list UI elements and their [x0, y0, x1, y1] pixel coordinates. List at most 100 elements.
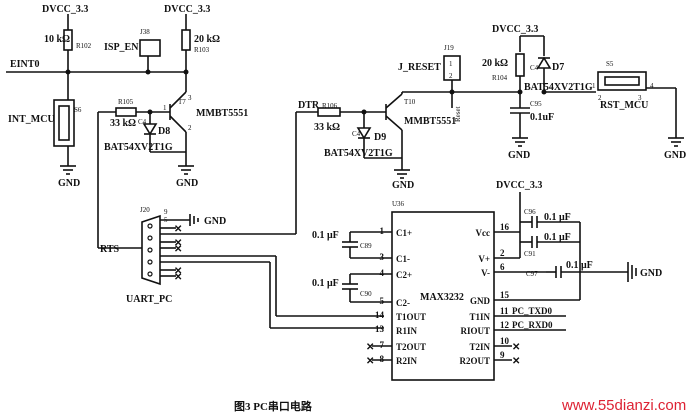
cap-c89-ref: C89 [360, 242, 372, 250]
svg-text:✕: ✕ [512, 342, 520, 353]
right-reset-section: DVCC_3.3 20 kΩ R104 C95 0.1uF GND C4 D7 … [482, 24, 686, 161]
dvcc-label-4: DVCC_3.3 [496, 180, 542, 191]
net-pc-rxd0: PC_RXD0 [512, 320, 553, 330]
pin-c1p-name: C1+ [396, 228, 412, 238]
pin-4-num: 4 [380, 268, 385, 278]
d7-diode [536, 56, 552, 69]
eint0-label: EINT0 [10, 59, 39, 70]
r103-value: 20 kΩ [194, 34, 220, 45]
svg-text:✕: ✕ [174, 266, 182, 277]
d7-label: D7 [552, 62, 564, 73]
pin-11-num: 11 [500, 306, 509, 316]
cap-c89-value: 0.1 μF [312, 230, 339, 241]
pin-1-num: 1 [380, 226, 385, 236]
d8-diode [142, 123, 158, 136]
cap-c96-value: 0.1 μF [544, 212, 571, 223]
pin-7-num: 7 [380, 340, 385, 350]
d9-label: D9 [374, 132, 386, 143]
u36-ref: U36 [392, 200, 405, 208]
j19-name: J_RESET [398, 62, 441, 73]
max3232-section: U36 MAX3232 C1+ 1 C1- 3 C2+ 4 C2- 5 T1OU… [312, 180, 662, 381]
pin-r2in-name: R2IN [396, 356, 418, 366]
pin-10-num: 10 [500, 336, 510, 346]
figure-caption: 图3 PC串口电路 [234, 399, 313, 413]
pin-14-num: 14 [375, 310, 385, 320]
rts-label: RTS [100, 244, 120, 255]
d8-label: D8 [158, 126, 170, 137]
diode-part-right: BAT54XV2T1G [524, 82, 593, 93]
t10-ref: T10 [404, 98, 416, 106]
pin-16-num: 16 [500, 222, 510, 232]
j38-connector [139, 39, 161, 57]
watermark: www.55dianzi.com [561, 397, 686, 414]
reset-net-label: Reset [454, 106, 462, 122]
t7-pin-1: 1 [163, 104, 167, 112]
svg-text:✕: ✕ [512, 356, 520, 367]
max3232-name: MAX3232 [420, 292, 464, 303]
gnd-label-t7: GND [176, 178, 198, 189]
pin-6-num: 6 [500, 262, 505, 272]
pin-r2out-name: R2OUT [459, 356, 490, 366]
r102-value: 10 kΩ [44, 34, 70, 45]
max3232-left-pins: C1+ 1 C1- 3 C2+ 4 C2- 5 T1OUT 14 R1IN 13… [350, 226, 426, 367]
s5-ref: S5 [606, 60, 614, 68]
c95-ref: C95 [530, 100, 542, 108]
pin-vp-name: V+ [478, 254, 490, 264]
pin-13-num: 13 [375, 324, 385, 334]
cap-c97-ref: C97 [526, 270, 538, 278]
cap-c91-ref: C91 [524, 250, 536, 258]
max3232-chip [391, 211, 495, 381]
svg-text:✕: ✕ [174, 272, 182, 283]
j19-pin-2: 2 [449, 72, 453, 80]
pin-9-num: 9 [500, 350, 505, 360]
svg-text:✕: ✕ [174, 224, 182, 235]
t7-pin-3: 3 [188, 94, 192, 102]
r103-resistor [181, 29, 191, 51]
s5-pin-4: 4 [650, 82, 654, 90]
j19-ref: J19 [444, 44, 454, 52]
pin-riout-name: RIOUT [460, 326, 490, 336]
db9-connector [141, 214, 161, 286]
j38-ref: J38 [140, 28, 150, 36]
uart-name: UART_PC [126, 294, 172, 305]
cap-c90-ref: C90 [360, 290, 372, 298]
pin-c1m-name: C1- [396, 254, 410, 264]
pin-15-num: 15 [500, 290, 510, 300]
c95-value: 0.1uF [530, 112, 554, 123]
s5-pin-1: 1 [592, 82, 596, 90]
diode-part-left: BAT54XV2T1G [104, 142, 173, 153]
pin-2-num: 2 [500, 248, 505, 258]
c4-label-right: C4 [530, 64, 539, 72]
net-pc-txd0: PC_TXD0 [512, 306, 552, 316]
pin-t1in-name: T1IN [469, 312, 490, 322]
max3232-right-pins: Vcc 16 V+ 2 V- 6 GND 15 T1IN 11 PC_TXD0 … [459, 222, 580, 367]
svg-text:✕: ✕ [366, 356, 374, 367]
cap-c91-value: 0.1 μF [544, 232, 571, 243]
dvcc-label-2: DVCC_3.3 [164, 4, 210, 15]
dtr-label: DTR [298, 100, 320, 111]
cap-c96-ref: C96 [524, 208, 536, 216]
left-reset-section: DVCC_3.3 10 kΩ R102 EINT0 J38 ISP_EN DVC… [6, 4, 248, 248]
pin-t2in-name: T2IN [469, 342, 490, 352]
middle-reset-section: DTR R106 33 kΩ C4 D9 BAT54XV2T1G T10 MMB… [295, 44, 520, 234]
r105-ref: R105 [118, 98, 134, 106]
gnd-label-s6: GND [58, 178, 80, 189]
pin-vcc-name: Vcc [476, 228, 491, 238]
pin-t1out-name: T1OUT [396, 312, 426, 322]
dvcc-label: DVCC_3.3 [42, 4, 88, 15]
diode-part-mid: BAT54XV2T1G [324, 148, 393, 159]
r106-value: 33 kΩ [314, 122, 340, 133]
svg-text:✕: ✕ [366, 342, 374, 353]
t7-pin-2: 2 [188, 124, 192, 132]
j20-ref: J20 [140, 206, 150, 214]
r106-ref: R106 [322, 102, 338, 110]
pin-r1in-name: R1IN [396, 326, 418, 336]
uart-connector-section: J20 9 5 ✕ ✕ ✕ ✕ ✕ GND RTS UART_PC [98, 206, 384, 329]
pin-vm-name: V- [481, 268, 490, 278]
r105-value: 33 kΩ [110, 118, 136, 129]
c4-label-mid: C4 [352, 130, 361, 138]
c4-label-left: C4 [138, 118, 147, 126]
pin-c2p-name: C2+ [396, 270, 412, 280]
t7-ref: T7 [178, 98, 186, 106]
